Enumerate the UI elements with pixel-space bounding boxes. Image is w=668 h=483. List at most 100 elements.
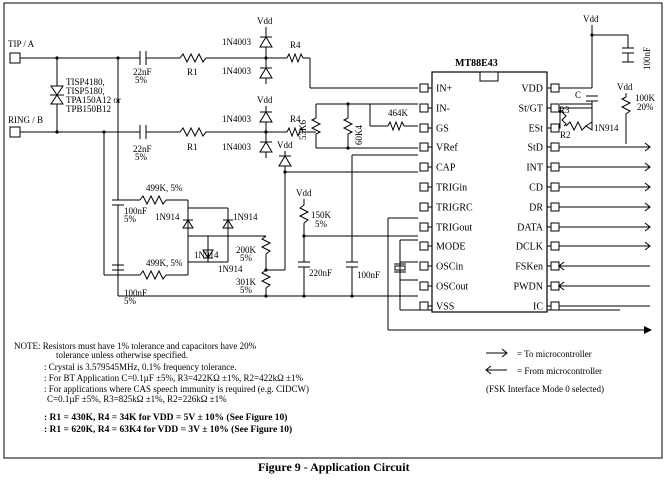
svg-text:NOTE: Resistors must have 1% t: NOTE: Resistors must have 1% tolerance a… [14, 341, 257, 351]
chip-pin-left-label: OSCout [436, 282, 468, 293]
svg-text:5%: 5% [240, 285, 253, 295]
chip-pin-right-label: StD [527, 143, 543, 154]
to-mcu-arrow-icon [644, 162, 651, 172]
svg-text:: R1 = 430K, R4 = 34K for VDD: : R1 = 430K, R4 = 34K for VDD = 5V ± 10%… [44, 412, 287, 423]
svg-text:100nF: 100nF [124, 288, 147, 298]
chip-pin-right: DATA [517, 222, 651, 234]
chip-pin-right-label: FSKen [515, 262, 543, 273]
from-mcu-arrow-icon [558, 281, 565, 291]
chip-pin-left: MODE [419, 241, 465, 253]
chip-pin-right: INT [526, 162, 651, 174]
chip-pin-right-label: PWDN [514, 282, 543, 293]
chip-pin-right: IC [533, 301, 650, 313]
svg-text:20%: 20% [637, 102, 654, 112]
chip-pin-left-label: GS [436, 124, 449, 135]
crystal [394, 261, 418, 281]
svg-text:Vdd: Vdd [257, 16, 273, 26]
chip-pin-left: GS [419, 123, 449, 135]
svg-text:C: C [575, 90, 581, 100]
svg-text:: Crystal is 3.579545MHz, 0.1%: : Crystal is 3.579545MHz, 0.1% frequency… [44, 362, 236, 372]
svg-text:100K: 100K [635, 93, 656, 103]
chip-pin-right-label: DCLK [516, 242, 544, 253]
chip-pin-left-label: TRIGout [436, 223, 472, 234]
trigger-rc: Vdd 150K 5% 220nF [296, 188, 418, 296]
vref-diode: Vdd [277, 140, 293, 172]
tip-clamp-diode-lower: 1N4003 [222, 58, 273, 84]
chip-pin-left-label: TRIGRC [436, 203, 473, 214]
diode-bridge: 1N914 1N914 1N914 1N914 [155, 200, 258, 275]
svg-text:C=0.1µF ±5%, R3=825kΩ ±1%, R2=: C=0.1µF ±5%, R3=825kΩ ±1%, R2=226kΩ ±1% [47, 394, 227, 404]
chip-pin-right-label: DATA [517, 223, 544, 234]
svg-text:5%: 5% [135, 152, 148, 162]
chip-pin-left: TRIGin [419, 182, 467, 194]
legend-to-mcu: = To microcontroller [486, 348, 592, 359]
legend-from-mcu: = From microcontroller [485, 365, 602, 376]
to-mcu-arrow-icon [644, 182, 651, 192]
svg-text:499K, 5%: 499K, 5% [146, 258, 183, 268]
chip-pin-left-label: IN- [436, 104, 450, 115]
figure-caption: Figure 9 - Application Circuit [258, 460, 410, 474]
svg-text:5%: 5% [124, 214, 137, 224]
svg-text:1N4003: 1N4003 [222, 37, 251, 47]
chip-pin-right: CD [529, 182, 651, 194]
chip-pin-left: VRef [419, 142, 458, 154]
tvs-label: TISP4180, TISP5180, TPA150A12 or TPB150B… [66, 77, 121, 114]
chip-pin-right: DR [529, 202, 651, 214]
ring-clamp-diode-upper: Vdd 1N4003 [222, 95, 273, 132]
chip-pin-left: CAP [419, 162, 456, 174]
to-mcu-arrow-icon [644, 202, 651, 212]
svg-text:301K: 301K [236, 277, 257, 287]
chip-name: MT88E43 [455, 58, 498, 69]
vdd-decoupling: Vdd 100nF [583, 14, 652, 88]
svg-text:Vdd: Vdd [257, 95, 273, 105]
tip-label: TIP / A [8, 39, 35, 49]
cap-pin-capacitor: 100nF [346, 154, 418, 296]
chip-pin-right: ESt [529, 110, 561, 135]
svg-text:TPA150A12 or: TPA150A12 or [66, 95, 121, 105]
ring-r1-resistor: R1 [179, 126, 225, 152]
chip-pin-right-label: CD [529, 183, 543, 194]
ring-detect-lower: 100nF 5% 499K, 5% [102, 130, 188, 306]
chip-pin-right-label: ESt [529, 124, 544, 135]
svg-text:Vdd: Vdd [277, 140, 293, 150]
ring-clamp-diode-lower: 1N4003 [222, 132, 273, 158]
svg-text:220nF: 220nF [309, 268, 332, 278]
chip-pin-left: TRIGRC [419, 202, 473, 214]
divider-200k-301k: 200K 5% 301K 5% [228, 170, 418, 296]
svg-text:TISP4180,: TISP4180, [66, 77, 105, 87]
svg-text:: R1 = 620K, R4 = 63K4 for VDD: : R1 = 620K, R4 = 63K4 for VDD = 3V ± 10… [44, 424, 292, 435]
svg-text:TISP5180,: TISP5180, [66, 86, 105, 96]
chip-pin-left-label: IN+ [436, 84, 453, 95]
svg-text:1N914: 1N914 [594, 123, 619, 133]
svg-text:tolerance unless otherwise spe: tolerance unless otherwise specified. [56, 350, 188, 360]
chip-pin-right-label: INT [526, 163, 543, 174]
chip-pin-right: PWDN [514, 281, 650, 293]
svg-text:R2: R2 [560, 130, 571, 140]
svg-text:= To microcontroller: = To microcontroller [517, 349, 592, 359]
tip-clamp-diode-upper: Vdd 1N4003 [222, 16, 273, 58]
chip-pin-left: VSS [419, 301, 454, 313]
chip-pin-left-label: TRIGin [436, 183, 467, 194]
input-feedback-network: 53K6 60K4 464K [298, 102, 418, 150]
chip-pin-left-label: VSS [436, 302, 454, 313]
svg-text:5%: 5% [135, 75, 148, 85]
chip-pin-left: OSCout [419, 281, 468, 293]
svg-text:: For applications where CAS s: : For applications where CAS speech immu… [44, 384, 309, 394]
chip-pin-right-label: DR [529, 203, 543, 214]
tip-r1-resistor: R1 [179, 52, 225, 77]
svg-text:R1: R1 [187, 142, 198, 152]
svg-text:5%: 5% [124, 296, 137, 306]
chip-pin-right: St/GT [519, 103, 592, 115]
svg-text:R4: R4 [290, 40, 301, 50]
to-mcu-arrow-icon [644, 241, 651, 251]
svg-text:Vdd: Vdd [583, 14, 599, 24]
chip-pin-left-label: OSCin [436, 262, 463, 273]
chip-pin-right-label: St/GT [519, 104, 543, 115]
svg-text:100nF: 100nF [124, 206, 147, 216]
svg-text:1N914: 1N914 [155, 212, 180, 222]
chip-pin-left-label: CAP [436, 163, 456, 174]
